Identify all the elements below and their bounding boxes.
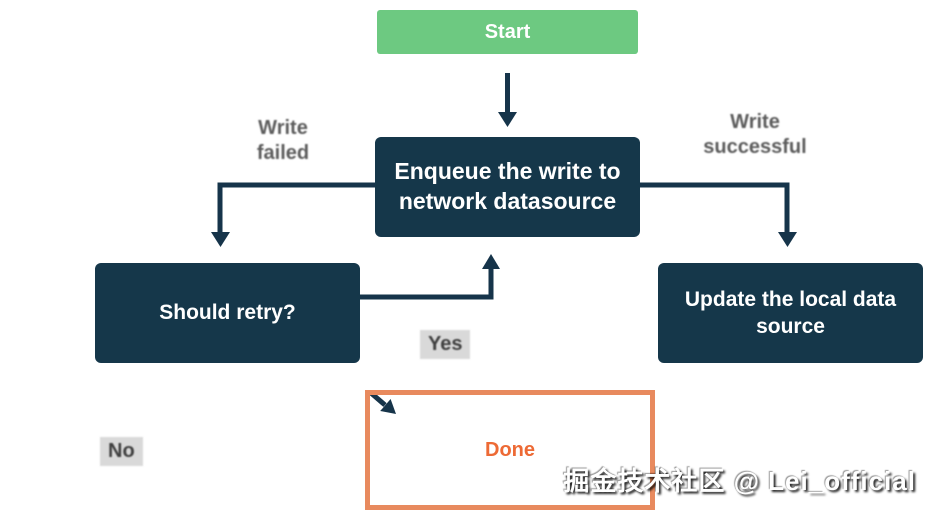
node-update-label: Update the local data source xyxy=(684,287,897,338)
watermark: 掘金技术社区 @ Lei_official xyxy=(563,466,916,496)
edge-label-write-successful: Write successful xyxy=(703,111,807,158)
node-should-retry: Should retry? xyxy=(95,263,360,363)
node-start: Start xyxy=(377,10,638,54)
node-update-local-source: Update the local data source xyxy=(658,263,923,363)
edge-label-no: No xyxy=(100,437,143,466)
node-enqueue-label: Enqueue the write to network datasource xyxy=(394,158,621,214)
node-done: Done xyxy=(365,390,655,510)
node-start-label: Start xyxy=(484,20,531,43)
node-enqueue-write: Enqueue the write to network datasource xyxy=(375,137,640,237)
node-done-label: Done xyxy=(485,438,535,461)
node-should-retry-label: Should retry? xyxy=(159,301,296,325)
edge-label-write-failed: Write failed xyxy=(256,117,310,164)
arrow-should-retry-to-enqueue xyxy=(360,254,500,300)
edge-label-yes: Yes xyxy=(420,330,471,359)
arrow-start-to-enqueue xyxy=(498,73,517,127)
arrow-enqueue-to-update xyxy=(640,182,797,247)
arrow-no-to-done xyxy=(369,391,396,414)
arrow-enqueue-to-should-retry xyxy=(211,182,375,247)
